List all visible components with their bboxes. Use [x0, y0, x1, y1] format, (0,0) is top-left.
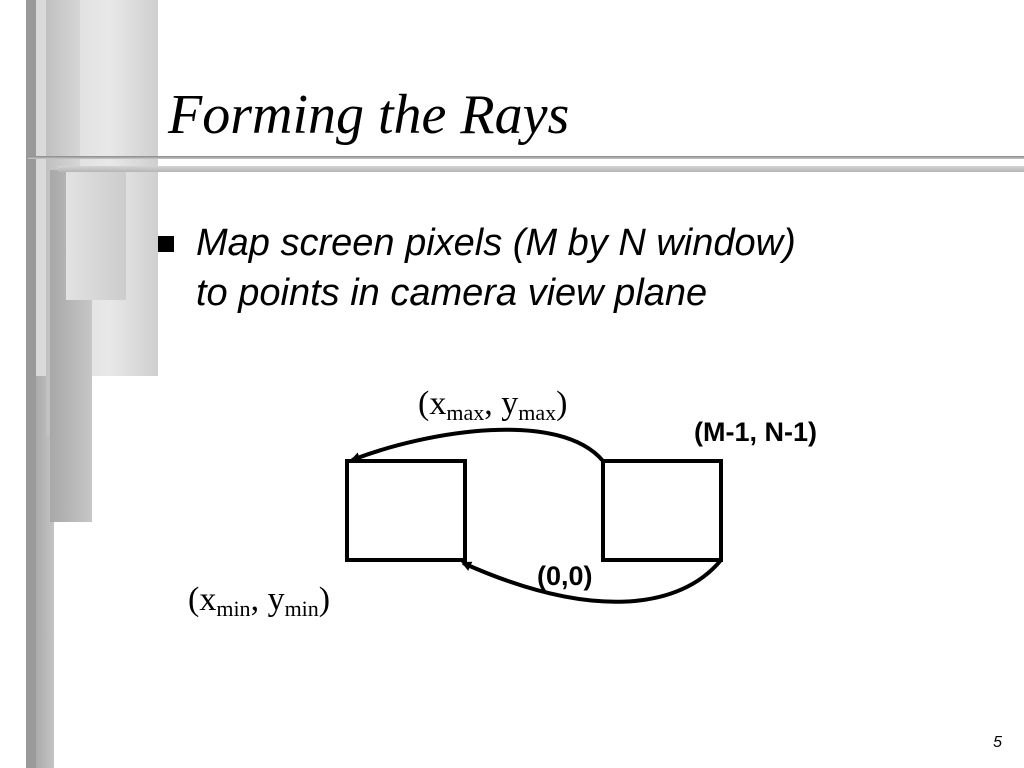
title-rule [28, 156, 1024, 159]
view-plane-rect [345, 459, 467, 562]
bullet-square-icon [158, 236, 174, 252]
bottom-mapping-arrow [461, 558, 723, 604]
top-mapping-arrow [350, 427, 605, 463]
page-number: 5 [993, 734, 1002, 751]
decor-bar-dark [26, 0, 36, 768]
title-rule-shadow [58, 166, 1024, 172]
label-min-coords: (xmin, ymin) [188, 581, 331, 621]
label-screen-top-corner: (M-1, N-1) [694, 417, 817, 447]
bullet-line-2: to points in camera view plane [196, 272, 708, 314]
label-max-coords: (xmax, ymax) [418, 385, 568, 425]
label-screen-origin: (0,0) [537, 561, 593, 591]
screen-window-rect [601, 459, 723, 562]
bullet-line-1: Map screen pixels (M by N window) [196, 222, 796, 264]
bullet-text: Map screen pixels (M by N window) to poi… [196, 218, 956, 318]
slide-title: Forming the Rays [168, 84, 570, 146]
decor-block-light [66, 170, 126, 300]
